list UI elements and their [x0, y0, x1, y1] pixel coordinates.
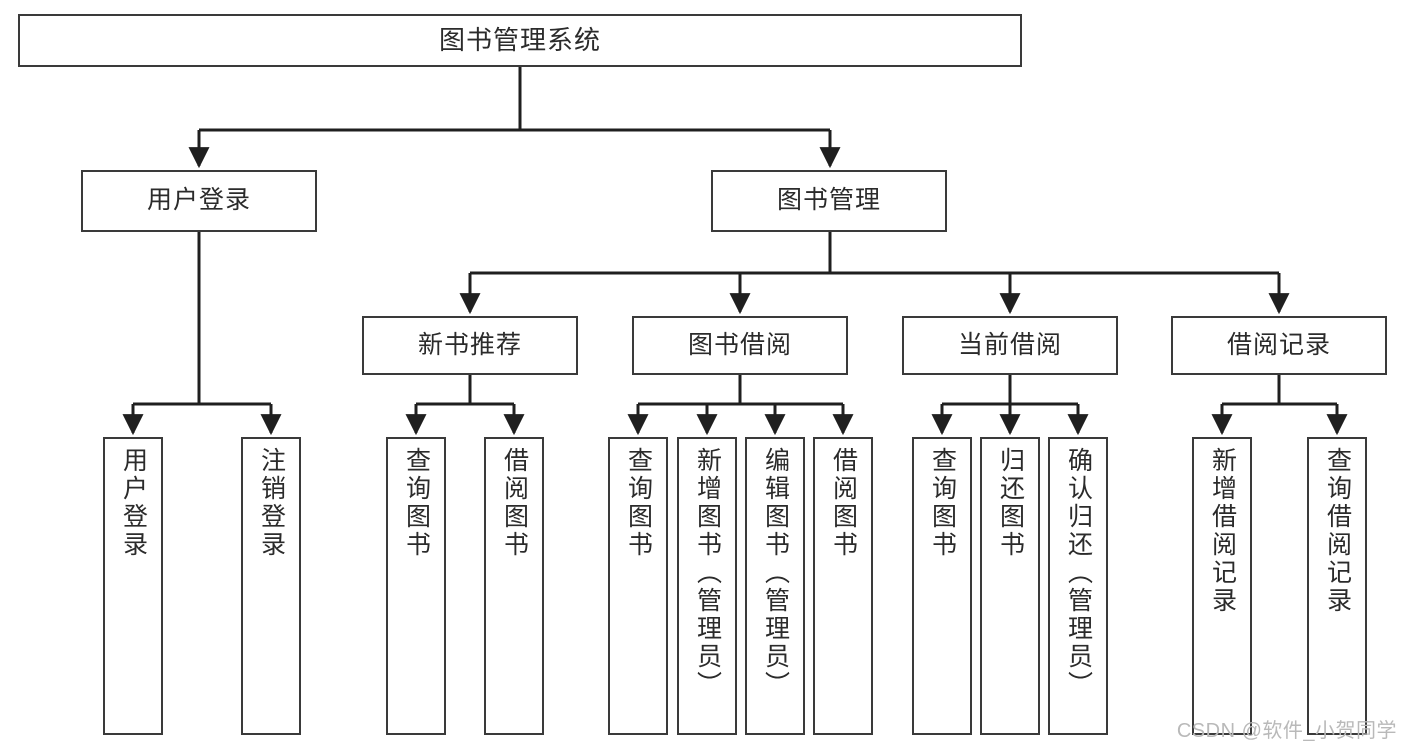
node-root-book-management-system[interactable]: 图书管理系统	[18, 14, 1022, 67]
node-label: 查询图书	[928, 447, 957, 559]
leaf-new-book-borrow-book[interactable]: 借阅图书	[484, 437, 544, 735]
node-label: 编辑图书（管理员）	[761, 447, 790, 699]
node-label: 当前借阅	[957, 330, 1062, 359]
node-borrow-record[interactable]: 借阅记录	[1171, 316, 1387, 375]
leaf-current-borrow-return-book[interactable]: 归还图书	[980, 437, 1040, 735]
node-book-borrow[interactable]: 图书借阅	[632, 316, 848, 375]
node-label: 图书管理系统	[438, 25, 601, 56]
leaf-new-book-query-book[interactable]: 查询图书	[386, 437, 446, 735]
node-current-borrow[interactable]: 当前借阅	[902, 316, 1118, 375]
leaf-book-borrow-add-book-admin[interactable]: 新增图书（管理员）	[677, 437, 737, 735]
leaf-book-borrow-edit-book-admin[interactable]: 编辑图书（管理员）	[745, 437, 805, 735]
leaf-current-borrow-confirm-return-admin[interactable]: 确认归还（管理员）	[1048, 437, 1108, 735]
leaf-borrow-record-add-record[interactable]: 新增借阅记录	[1192, 437, 1252, 735]
node-user-login[interactable]: 用户登录	[81, 170, 317, 232]
leaf-book-borrow-borrow-book[interactable]: 借阅图书	[813, 437, 873, 735]
node-label: 查询图书	[402, 447, 431, 559]
node-label: 注销登录	[257, 447, 286, 559]
csdn-watermark: CSDN @软件_小贺同学	[1176, 720, 1397, 742]
node-label: 借阅图书	[829, 447, 858, 559]
node-label: 归还图书	[996, 447, 1025, 559]
leaf-book-borrow-query-book[interactable]: 查询图书	[608, 437, 668, 735]
node-new-book-recommend[interactable]: 新书推荐	[362, 316, 578, 375]
node-label: 新增借阅记录	[1208, 447, 1237, 615]
node-label: 确认归还（管理员）	[1064, 447, 1093, 699]
node-label: 图书借阅	[687, 330, 792, 359]
node-label: 用户登录	[146, 186, 251, 215]
node-label: 图书管理	[776, 186, 881, 215]
leaf-user-login-logout[interactable]: 注销登录	[241, 437, 301, 735]
node-label: 新增图书（管理员）	[693, 447, 722, 699]
node-book-management[interactable]: 图书管理	[711, 170, 947, 232]
node-label: 用户登录	[119, 447, 148, 559]
leaf-current-borrow-query-book[interactable]: 查询图书	[912, 437, 972, 735]
node-label: 查询图书	[624, 447, 653, 559]
node-label: 借阅记录	[1226, 330, 1331, 359]
leaf-user-login-login[interactable]: 用户登录	[103, 437, 163, 735]
node-label: 借阅图书	[500, 447, 529, 559]
node-label: 新书推荐	[417, 330, 522, 359]
leaf-borrow-record-query-record[interactable]: 查询借阅记录	[1307, 437, 1367, 735]
node-label: 查询借阅记录	[1323, 447, 1352, 615]
